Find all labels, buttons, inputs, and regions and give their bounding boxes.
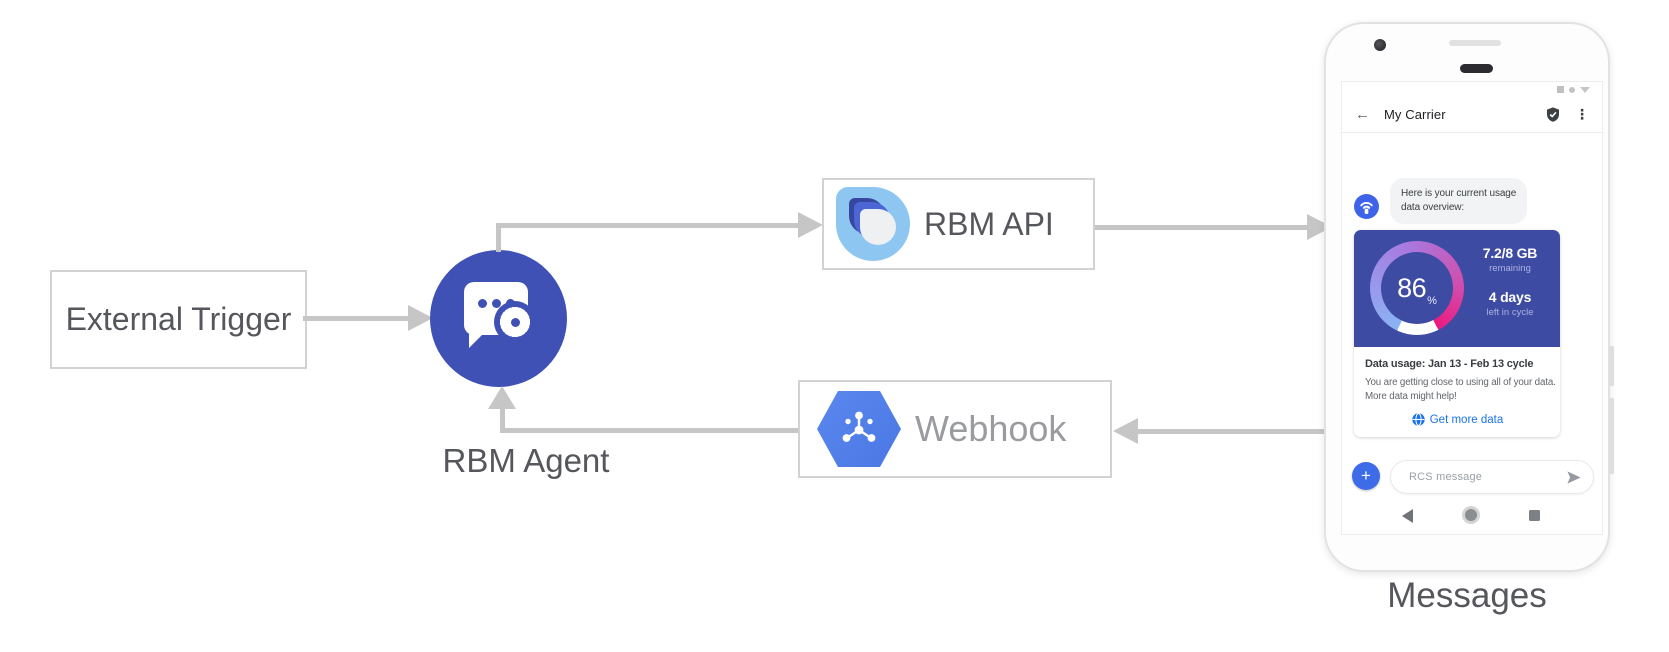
gauge-percent: 86: [1397, 272, 1427, 303]
agent-avatar: [1354, 194, 1379, 219]
phone-screen: ← My Carrier ⋮: [1341, 81, 1603, 535]
speaker-slot: [1449, 40, 1501, 46]
usage-card-body: Data usage: Jan 13 - Feb 13 cycle You ar…: [1354, 347, 1560, 438]
days-left-label: left in cycle: [1486, 307, 1534, 318]
gauge-percent-symbol: %: [1427, 295, 1437, 307]
nav-home-icon[interactable]: [1465, 509, 1477, 521]
phone-mockup: ← My Carrier ⋮: [1324, 22, 1614, 572]
status-dot-icon: [1569, 86, 1575, 93]
webhook-label: Webhook: [915, 408, 1067, 449]
usage-card: 86 % 7.2/8 GB remaining 4 days left in c…: [1354, 230, 1560, 438]
status-square-icon: [1557, 86, 1564, 93]
arrow-line: [496, 223, 798, 228]
data-remaining-label: remaining: [1489, 263, 1531, 274]
chat-bubble-icon: [464, 282, 536, 348]
webhook-hexagon-icon: [817, 391, 901, 467]
external-trigger-box: External Trigger: [50, 270, 307, 369]
arrow-line: [1095, 225, 1307, 230]
arrow-line: [496, 225, 501, 252]
arrow-head-left-icon: [1113, 418, 1138, 444]
message-text-line2: data overview:: [1401, 202, 1465, 214]
usage-gauge: 86 %: [1370, 241, 1464, 335]
message-text-line1: Here is your current usage: [1401, 188, 1517, 199]
messages-caption: Messages: [1387, 576, 1547, 615]
verified-shield-icon: [1546, 107, 1560, 122]
rbm-api-logo-icon: [836, 187, 910, 261]
message-composer: +: [1342, 460, 1602, 494]
usage-body-line2: More data might help!: [1365, 390, 1457, 402]
send-icon[interactable]: [1566, 470, 1582, 485]
gear-icon: [494, 301, 536, 343]
webhook-box: Webhook: [798, 380, 1112, 478]
back-arrow-icon[interactable]: ←: [1355, 106, 1370, 123]
arrow-line: [500, 428, 798, 433]
add-attachment-button[interactable]: +: [1352, 462, 1380, 490]
power-button: [1609, 346, 1614, 386]
rcs-message-input[interactable]: [1407, 470, 1566, 484]
arrow-head-up-icon: [488, 386, 516, 409]
external-trigger-label: External Trigger: [65, 301, 292, 337]
arrow-line: [1138, 429, 1332, 434]
rbm-agent-node: [430, 250, 567, 387]
volume-button: [1609, 398, 1614, 474]
status-triangle-icon: [1580, 86, 1590, 93]
android-nav-bar: [1342, 500, 1602, 530]
usage-stats: 7.2/8 GB remaining 4 days left in cycle: [1466, 245, 1554, 318]
nav-recents-icon[interactable]: [1529, 510, 1540, 521]
message-input-pill[interactable]: [1390, 460, 1594, 494]
data-remaining-value: 7.2/8 GB: [1482, 245, 1538, 261]
globe-icon: [1412, 413, 1425, 427]
rbm-agent-label: RBM Agent: [442, 442, 610, 479]
conversation-title: My Carrier: [1384, 107, 1446, 122]
rbm-api-box: RBM API: [822, 178, 1095, 270]
overflow-menu-icon[interactable]: ⋮: [1575, 106, 1589, 122]
arrow-head-right-icon: [798, 212, 823, 238]
earpiece-speaker: [1460, 64, 1493, 73]
rbm-api-label: RBM API: [924, 205, 1054, 242]
camera-icon: [1374, 39, 1386, 51]
agent-message-bubble: Here is your current usage data overview…: [1390, 178, 1528, 225]
status-bar-icons: [1557, 86, 1590, 93]
days-left-value: 4 days: [1488, 289, 1532, 305]
get-more-data-button[interactable]: Get more data: [1365, 413, 1550, 427]
get-more-data-label: Get more data: [1429, 413, 1504, 426]
usage-body-line1: You are getting close to using all of yo…: [1365, 377, 1556, 388]
app-bar: ← My Carrier ⋮: [1342, 97, 1602, 133]
usage-card-title: Data usage: Jan 13 - Feb 13 cycle: [1365, 358, 1534, 370]
arrow-head-right-icon: [408, 305, 433, 331]
usage-card-header: 86 % 7.2/8 GB remaining 4 days left in c…: [1354, 230, 1560, 347]
arrow-line: [303, 316, 408, 321]
arrow-line: [500, 407, 505, 433]
nav-back-icon[interactable]: [1402, 509, 1413, 523]
